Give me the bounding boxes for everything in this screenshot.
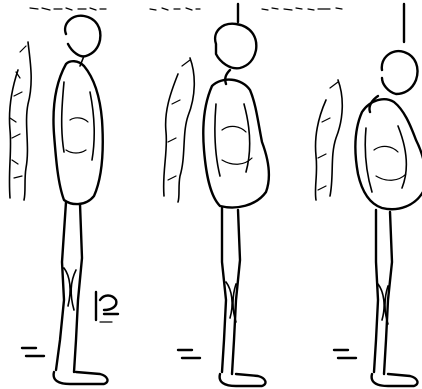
spine-profile-2 bbox=[164, 58, 195, 202]
figure-2 bbox=[164, 24, 269, 386]
annotation-glyph bbox=[96, 292, 118, 322]
torso-2 bbox=[203, 80, 269, 208]
head-2 bbox=[215, 24, 256, 69]
leg-3 bbox=[374, 210, 392, 374]
foot-2 bbox=[220, 374, 266, 386]
header-scribbles bbox=[30, 4, 404, 42]
head-3 bbox=[382, 51, 418, 94]
spine-profile-1 bbox=[9, 42, 31, 200]
figure-3 bbox=[315, 51, 422, 386]
head-1 bbox=[65, 16, 100, 57]
leg-1 bbox=[56, 202, 82, 372]
torso-1 bbox=[54, 61, 103, 204]
ground-mark-1 bbox=[22, 348, 44, 356]
spine-profile-3 bbox=[315, 80, 342, 200]
ground-mark-3 bbox=[334, 350, 356, 358]
foot-3 bbox=[372, 374, 418, 386]
figure-1 bbox=[9, 16, 118, 384]
ground-mark-2 bbox=[178, 350, 200, 358]
foot-1 bbox=[54, 372, 108, 384]
